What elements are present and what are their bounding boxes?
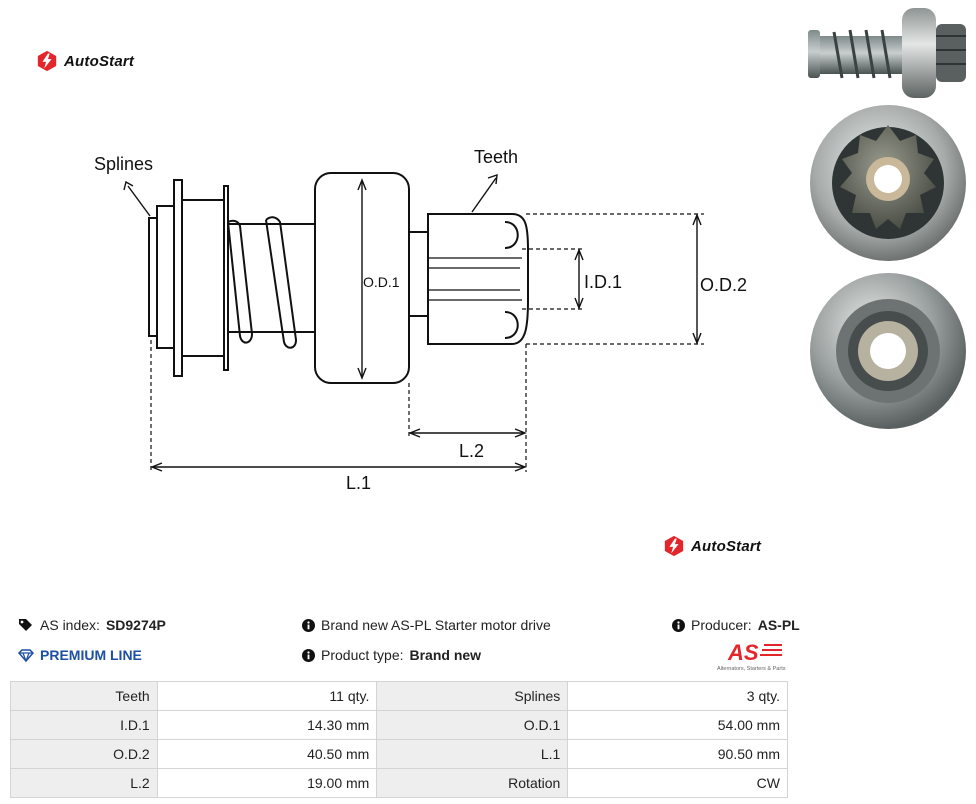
autostart-logo-icon: [664, 535, 684, 557]
as-index-label: AS index:: [40, 617, 100, 633]
premium-line-text: PREMIUM LINE: [40, 647, 142, 663]
brand-name: AutoStart: [691, 537, 762, 555]
l2-label: L.2: [459, 441, 484, 461]
clutch-housing: [314, 172, 410, 384]
spec-label: Splines: [376, 681, 569, 711]
table-row: O.D.2 40.50 mm L.1 90.50 mm: [10, 739, 788, 769]
spec-label: I.D.1: [10, 710, 158, 740]
l1-label: L.1: [346, 473, 371, 493]
id1-label: I.D.1: [584, 272, 622, 292]
product-photo-rear: [810, 273, 966, 429]
spec-label: O.D.2: [10, 739, 158, 769]
od2-label: O.D.2: [700, 275, 747, 295]
splines-label: Splines: [94, 154, 153, 174]
table-row: L.2 19.00 mm Rotation CW: [10, 768, 788, 798]
diamond-icon: [18, 648, 34, 662]
as-logo-text: AS: [727, 640, 759, 665]
as-index-value: SD9274P: [105, 617, 166, 633]
splines-part: [148, 217, 158, 337]
spec-value: 40.50 mm: [156, 739, 378, 769]
description-text: Brand new AS-PL Starter motor drive: [321, 617, 551, 633]
od1-label: O.D.1: [363, 274, 400, 290]
technical-drawing: Splines Teeth O.D.1 I.D.1 O.D.2 L.2 L.1: [94, 147, 747, 493]
spec-label: Rotation: [376, 768, 569, 798]
as-index: AS index: SD9274P: [18, 617, 166, 633]
specs-table: Teeth 11 qty. Splines 3 qty. I.D.1 14.30…: [10, 681, 788, 798]
info-icon: [302, 648, 315, 662]
spec-value: 54.00 mm: [567, 710, 788, 740]
spec-value: 3 qty.: [567, 681, 788, 711]
product-photo-side: [808, 8, 966, 98]
spec-value: 19.00 mm: [156, 768, 378, 798]
product-photo-front: [810, 105, 966, 261]
brand-logo-top: AutoStart: [36, 50, 134, 72]
pinion-gear: [427, 213, 529, 345]
spec-label: O.D.1: [376, 710, 569, 740]
spring-coil: [227, 219, 254, 344]
producer-value: AS-PL: [757, 617, 800, 633]
spec-value: CW: [567, 768, 788, 798]
spec-label: Teeth: [10, 681, 158, 711]
brand-name: AutoStart: [64, 52, 135, 70]
as-logo-tagline: Alternators, Starters & Parts: [717, 666, 786, 672]
table-row: Teeth 11 qty. Splines 3 qty.: [10, 681, 788, 711]
spec-label: L.2: [10, 768, 158, 798]
spec-label: L.1: [376, 739, 569, 769]
premium-line-badge: PREMIUM LINE: [18, 647, 142, 663]
autostart-logo-icon: [37, 50, 57, 72]
product-type-label: Product type:: [321, 647, 404, 663]
spec-value: 14.30 mm: [156, 710, 378, 740]
producer-label: Producer:: [691, 617, 752, 633]
as-pl-logo: AS Alternators, Starters & Parts: [717, 640, 786, 672]
producer: Producer: AS-PL: [672, 617, 800, 633]
spring-coil: [265, 216, 298, 349]
tags-icon: [19, 619, 32, 631]
spec-value: 90.50 mm: [567, 739, 788, 769]
spec-value: 11 qty.: [156, 681, 378, 711]
table-row: I.D.1 14.30 mm O.D.1 54.00 mm: [10, 710, 788, 740]
info-icon: [302, 618, 315, 632]
info-icon: [672, 618, 685, 632]
product-type: Product type: Brand new: [302, 647, 481, 663]
teeth-label: Teeth: [474, 147, 518, 167]
description: Brand new AS-PL Starter motor drive: [302, 617, 551, 633]
brand-logo-bottom: AutoStart: [663, 535, 761, 557]
product-type-value: Brand new: [409, 647, 482, 663]
